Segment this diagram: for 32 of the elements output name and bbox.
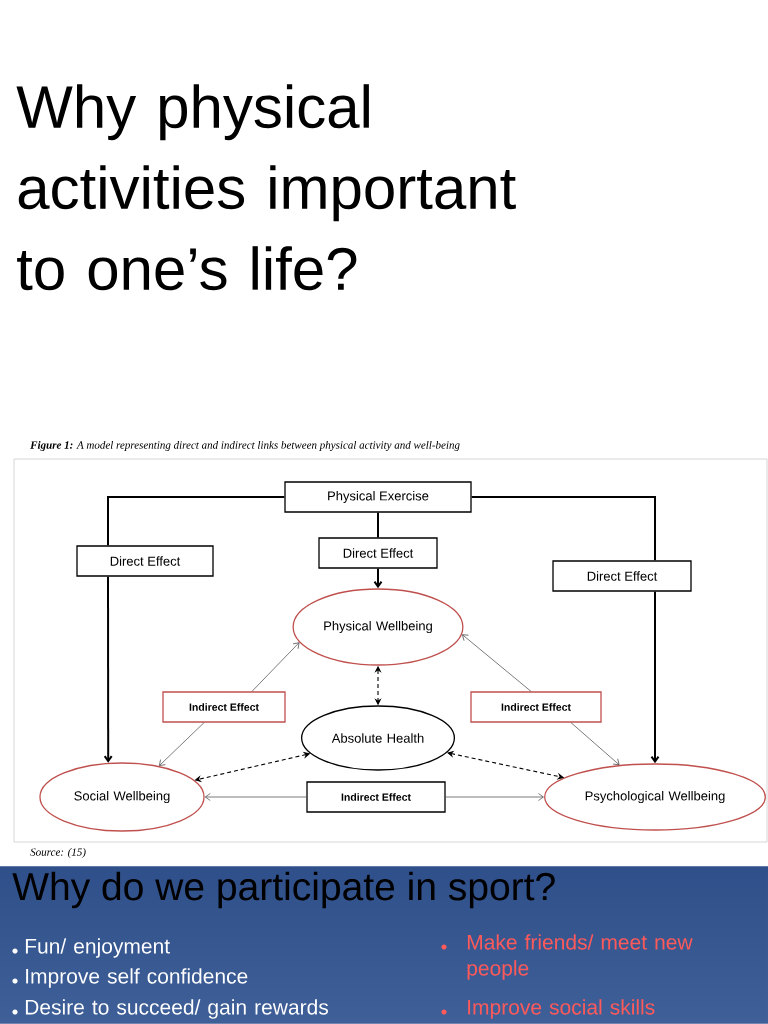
arrow xyxy=(204,793,307,801)
arrow xyxy=(570,722,620,766)
arrow xyxy=(373,567,383,589)
figure-caption: Figure 1: A model representing direct and indirect links between physical activity and well-being xyxy=(30,441,460,451)
source-note: Source: (15) xyxy=(30,848,86,858)
bullet-item: Improve social skills xyxy=(468,999,655,1019)
effect-box: Direct Effect xyxy=(552,560,692,592)
oval-node: Psychological Wellbeing xyxy=(544,763,766,831)
connector-line xyxy=(470,496,656,562)
oval-node: Absolute Health xyxy=(301,705,455,771)
effect-box: Indirect Effect xyxy=(470,691,602,723)
bullet-item: Make friends/ meet new people xyxy=(467,934,693,980)
slide-title: Why physical activities important to one’s life? xyxy=(16,84,516,291)
effect-box: Direct Effect xyxy=(76,545,214,577)
oval-node: Social Wellbeing xyxy=(39,762,205,832)
bullet-item: Desire to succeed/ gain rewards xyxy=(25,999,328,1019)
arrow xyxy=(445,793,544,801)
arrow xyxy=(251,642,300,692)
section-heading: Why do we participate in sport? xyxy=(12,871,555,909)
bullet-item: Fun/ enjoyment xyxy=(25,938,170,958)
effect-box: Indirect Effect xyxy=(306,781,446,813)
arrow xyxy=(650,590,660,764)
arrow xyxy=(159,722,205,766)
connector-line xyxy=(107,496,286,547)
arrow xyxy=(103,575,113,763)
effect-box: Direct Effect xyxy=(318,537,438,569)
arrow xyxy=(462,634,532,692)
process-box: Physical Exercise xyxy=(284,481,472,513)
effect-box: Indirect Effect xyxy=(162,691,286,723)
oval-node: Physical Wellbeing xyxy=(292,588,464,666)
bullet-item: Improve self confidence xyxy=(26,968,248,988)
connector-line xyxy=(377,511,379,539)
